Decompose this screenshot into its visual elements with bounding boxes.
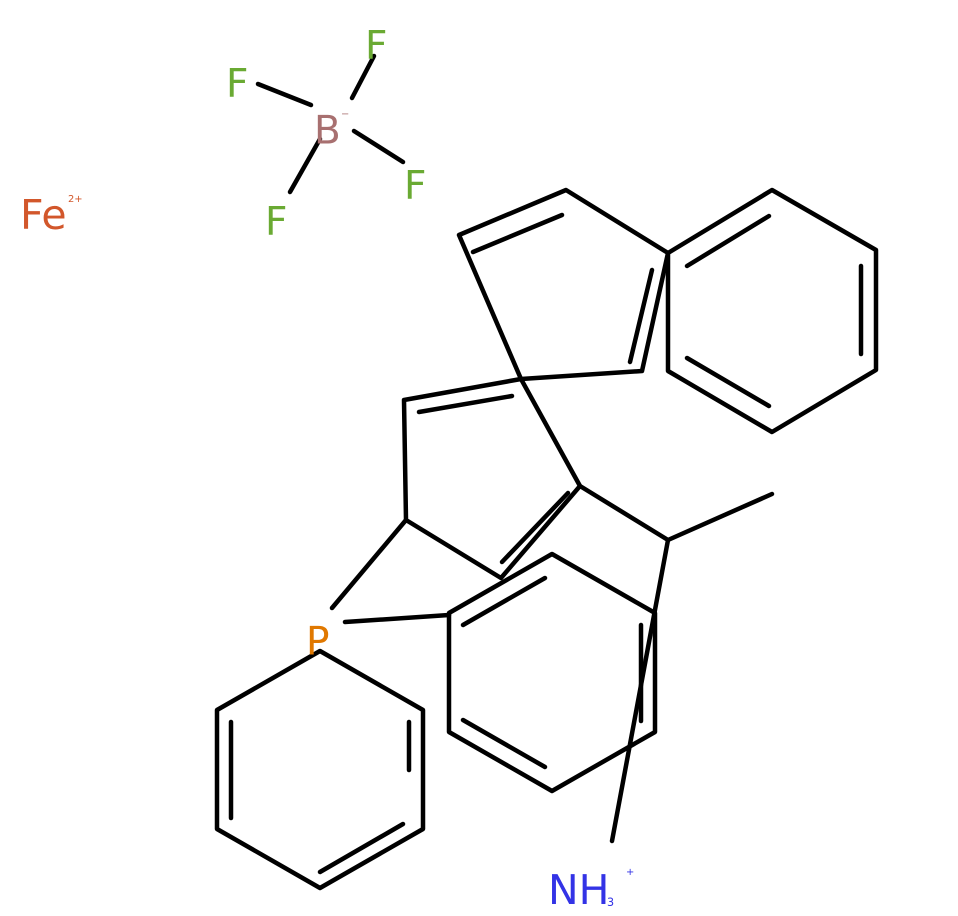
cp-upper-double-bond-2 <box>627 267 655 365</box>
cyclopentadienyl-ring-lower <box>401 376 583 581</box>
fluorine-atom-label-lower-left: F <box>265 200 287 245</box>
iron-atom-label-group: Fe 2+ <box>20 191 83 239</box>
fluorine-atom-label-upper-left: F <box>226 62 248 107</box>
cp-upper-double-bond-1 <box>470 212 565 255</box>
ammonium-charge-label: + <box>626 867 634 878</box>
bond-cp-lower-to-phosphorus <box>329 517 409 611</box>
phosphorus-atom-label: P <box>306 620 330 665</box>
boron-atom-label-group: B − <box>314 109 349 154</box>
cyclopentadienyl-ring-upper <box>456 187 671 382</box>
iron-charge-label: 2+ <box>68 194 83 205</box>
phenyl-lr-aromatic-1 <box>460 575 548 628</box>
bond-b-f-bottom-left <box>287 136 323 195</box>
boron-atom-label: B <box>314 109 341 154</box>
ammonium-subscript-label: 3 <box>607 896 614 909</box>
ammonium-atom-label: NH <box>548 866 610 914</box>
boron-charge-label: − <box>341 109 349 120</box>
bond-b-f-top-left <box>255 81 314 108</box>
bond-cp-lower-to-stereocenter <box>577 483 671 543</box>
phenyl-ll-aromatic-2 <box>317 821 406 875</box>
tetrafluoroborate-bonds <box>255 53 406 195</box>
bond-stereocenter-to-ammonium <box>609 537 671 844</box>
fluorine-atom-label-top: F <box>365 24 387 69</box>
bond-stereocenter-to-methyl <box>665 491 775 543</box>
phenyl-tr-aromatic-1 <box>684 213 772 269</box>
phenyl-ring-top-right <box>665 187 879 435</box>
cp-lower-double-bond-2 <box>499 490 571 565</box>
phenyl-lr-aromatic-3 <box>460 717 548 770</box>
phenyl-tr-aromatic-3 <box>684 355 772 409</box>
bond-b-f-top-right <box>349 53 377 101</box>
linking-bonds <box>329 483 775 844</box>
fluorine-atom-label-right: F <box>404 164 426 209</box>
cp-lower-double-bond-1 <box>416 393 515 415</box>
bond-phosphorus-to-phenyl-right <box>342 612 452 625</box>
ammonium-label-group: NH 3 + <box>548 866 634 914</box>
bond-b-f-bottom-right <box>351 128 406 165</box>
phenyl-ring-lower-left <box>214 648 426 891</box>
iron-atom-label: Fe <box>20 191 67 239</box>
